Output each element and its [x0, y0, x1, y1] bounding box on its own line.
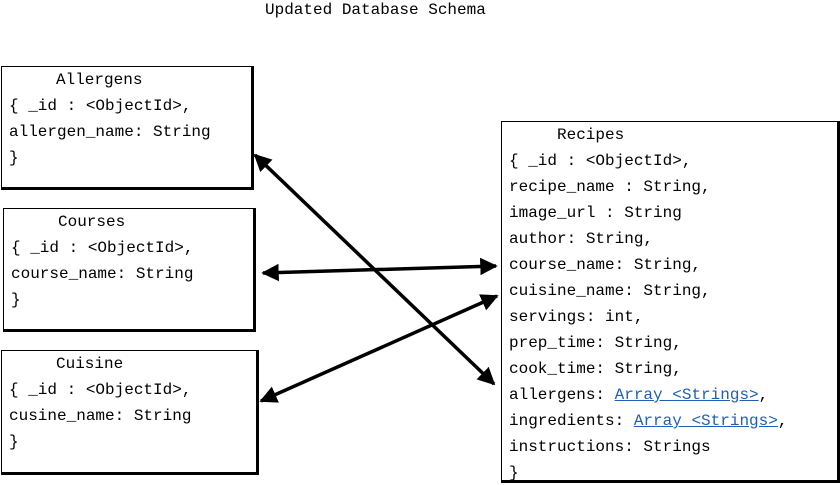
allergens-field-key: allergens: [509, 386, 615, 404]
recipes-entity: Recipes { _id : <ObjectId>, recipe_name … [501, 121, 840, 483]
recipes-servings-field: servings: int, [509, 308, 644, 326]
ingredients-field-key: ingredients: [509, 412, 634, 430]
courses-entity: Courses { _id : <ObjectId>, course_name:… [3, 208, 256, 332]
courses-recipes-arrow [261, 257, 498, 282]
allergens-field-comma: , [758, 386, 769, 404]
allergens-entity-name: Allergens [56, 71, 143, 89]
courses-entity-name: Courses [58, 213, 126, 231]
recipes-close-brace: } [509, 464, 519, 482]
recipes-image-url-field: image_url : String [509, 204, 682, 222]
allergens-array-link[interactable]: Array <Strings> [614, 386, 759, 404]
cuisine-name-field: cusine_name: String [9, 407, 192, 425]
ingredients-array-link[interactable]: Array <Strings> [633, 412, 778, 430]
recipes-cook-time-field: cook_time: String, [509, 360, 682, 378]
recipes-instructions-field: instructions: Strings [509, 438, 711, 456]
recipes-allergens-field: allergens: Array <Strings>, [509, 386, 768, 404]
cuisine-entity-name: Cuisine [56, 355, 124, 373]
recipes-ingredients-field: ingredients: Array <Strings>, [509, 412, 787, 430]
recipes-entity-name: Recipes [557, 126, 625, 144]
courses-name-field: course_name: String [11, 265, 194, 283]
recipes-course-name-field: course_name: String, [509, 256, 702, 274]
allergens-name-field: allergen_name: String [9, 123, 211, 141]
cuisine-id-field: { _id : <ObjectId>, [9, 381, 192, 399]
recipes-cuisine-name-field: cuisine_name: String, [509, 282, 711, 300]
allergens-id-field: { _id : <ObjectId>, [9, 97, 192, 115]
recipes-author-field: author: String, [509, 230, 654, 248]
allergens-close-brace: } [9, 149, 19, 167]
cuisine-recipes-arrow [259, 294, 499, 403]
cuisine-close-brace: } [9, 433, 19, 451]
recipes-prep-time-field: prep_time: String, [509, 334, 682, 352]
recipes-recipe-name-field: recipe_name : String, [509, 178, 711, 196]
courses-id-field: { _id : <ObjectId>, [11, 239, 194, 257]
allergens-entity: Allergens { _id : <ObjectId>, allergen_n… [1, 66, 254, 190]
recipes-id-field: { _id : <ObjectId>, [509, 152, 692, 170]
cuisine-entity: Cuisine { _id : <ObjectId>, cusine_name:… [1, 350, 259, 475]
courses-close-brace: } [11, 291, 21, 309]
diagram-title: Updated Database Schema [265, 1, 486, 19]
ingredients-field-comma: , [777, 412, 788, 430]
